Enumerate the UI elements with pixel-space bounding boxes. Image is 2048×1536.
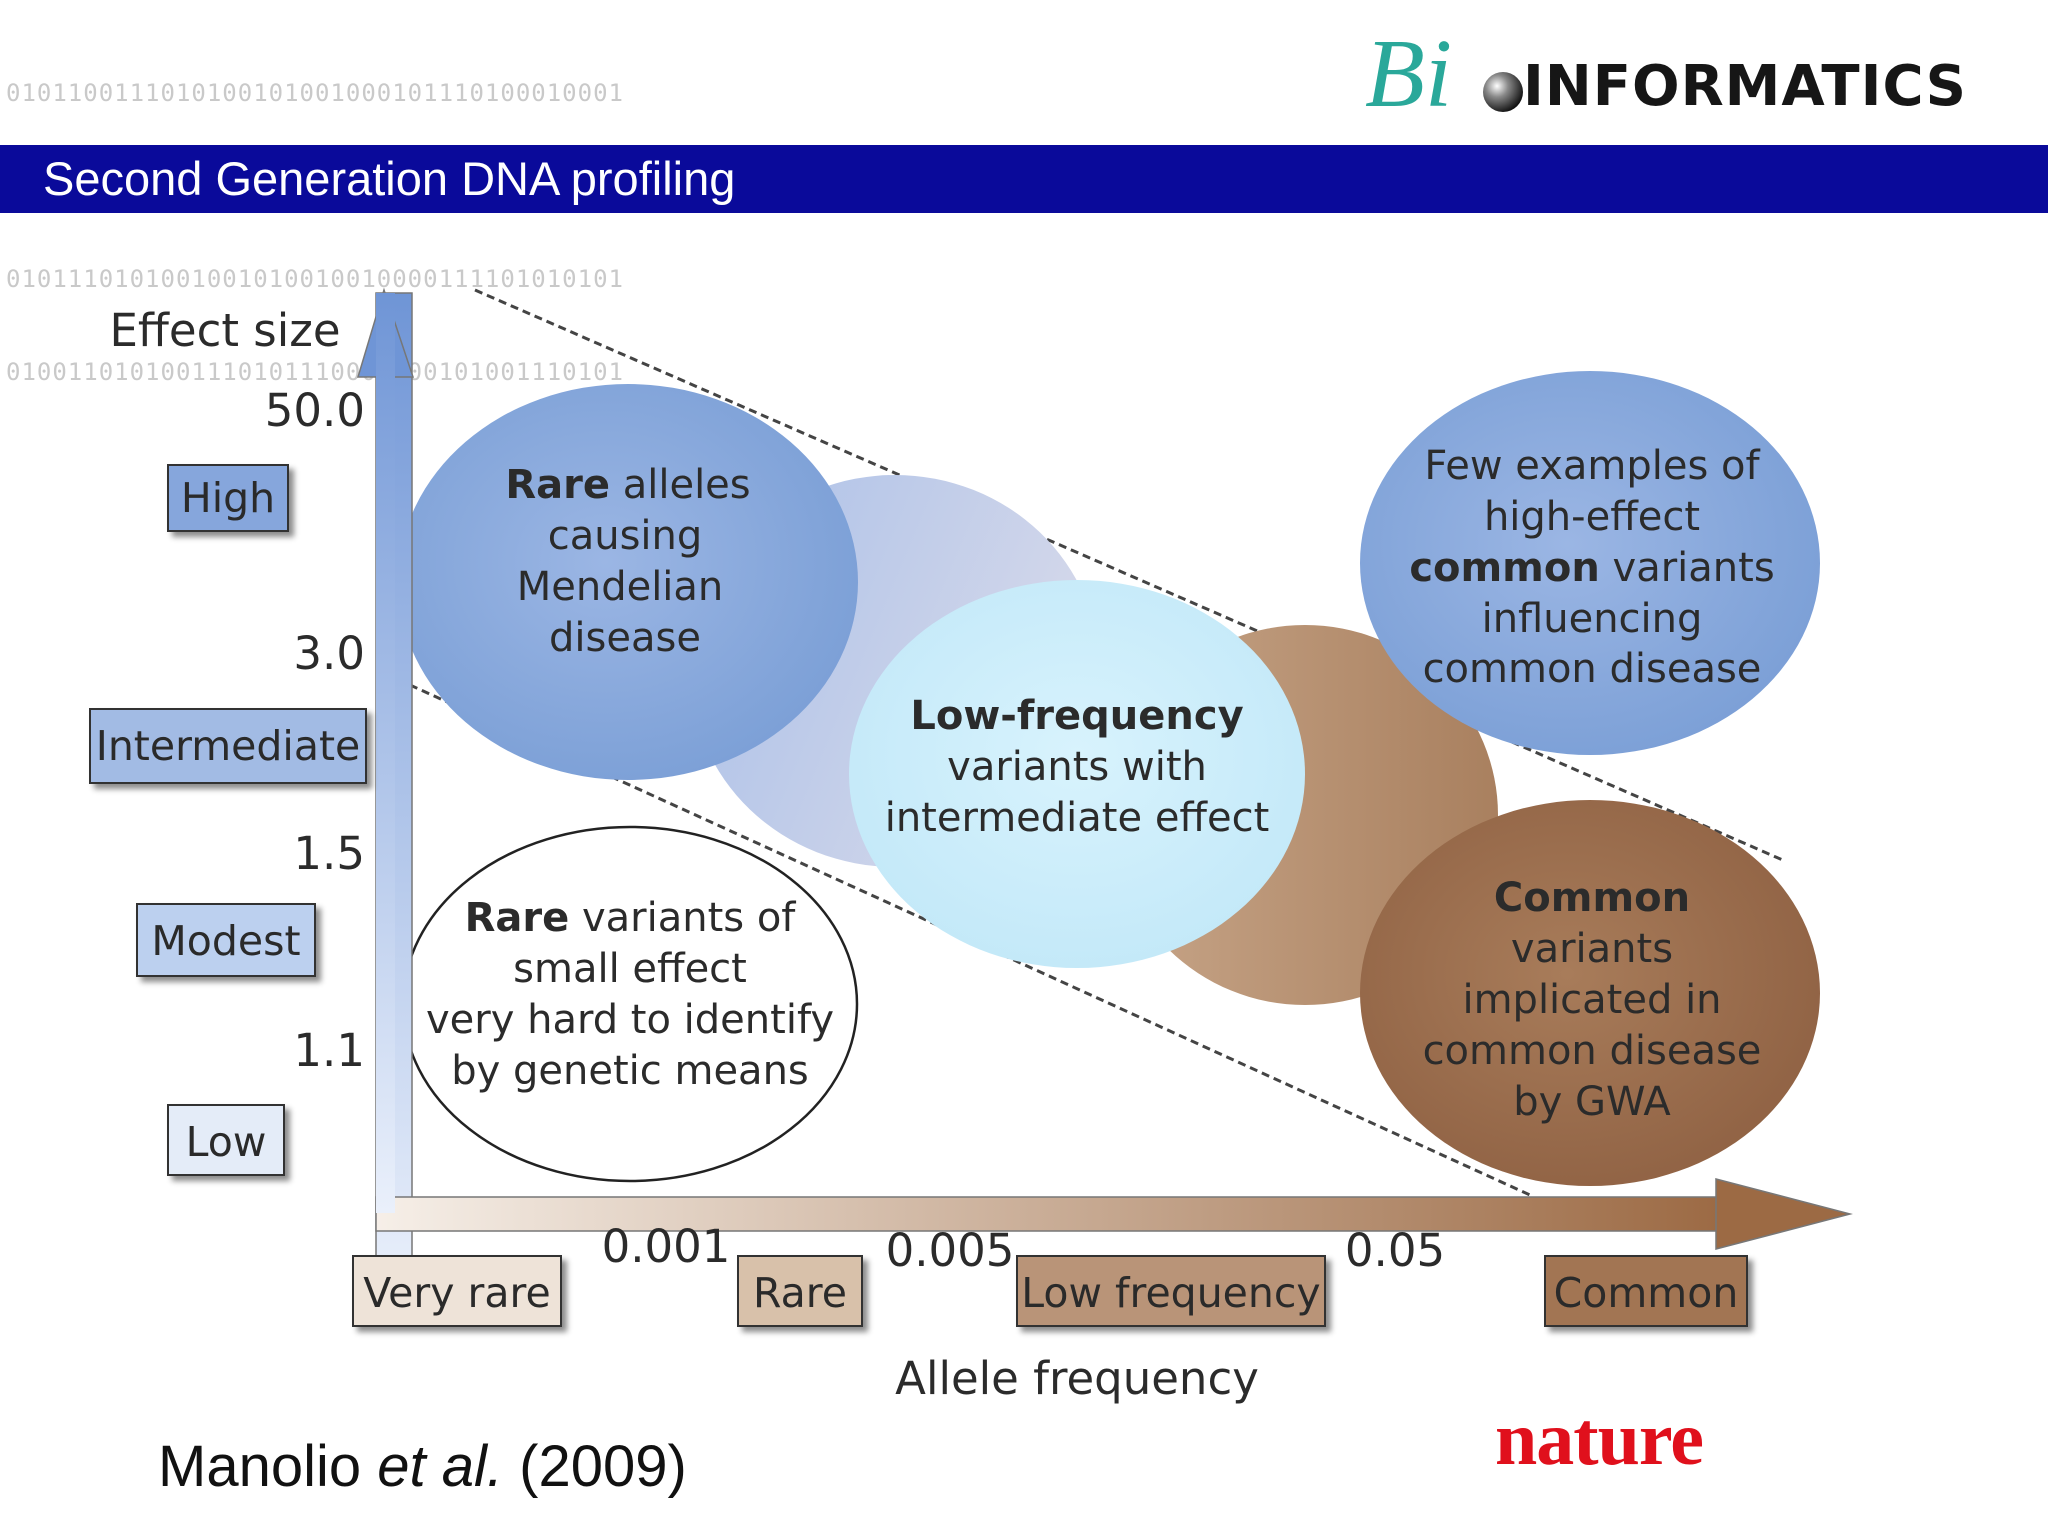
effect-category-modest: Modest <box>136 903 316 977</box>
bubble-text: alleles <box>623 462 751 508</box>
bubble-text: variants <box>1511 926 1673 972</box>
few-common-high-effect-bubble <box>1360 371 1820 755</box>
diagram-svg: Effect size 50.0 3.0 1.5 1.1 High Interm… <box>89 287 1853 1405</box>
bubble-text: influencing <box>1482 596 1703 642</box>
logo-bi-text: Bi <box>1365 20 1453 128</box>
frequency-category-common: Common <box>1544 1255 1748 1327</box>
binary-line: 0101100111010100101001000101110100010001 <box>6 79 624 107</box>
bubble-text: Few examples of <box>1424 443 1760 489</box>
bubble-text: variants of <box>582 895 796 941</box>
bubble-bold-word: common <box>1409 545 1600 591</box>
rare-mendelian-text: Rare alleles causing Mendelian disease <box>505 462 750 661</box>
common-gwa-text: Common variants implicated in common dis… <box>1423 875 1762 1125</box>
logo-informatics-text: INFORMATICS <box>1523 54 1967 119</box>
bubble-text: by genetic means <box>451 1048 809 1094</box>
logo-sphere-icon <box>1483 72 1523 112</box>
citation-etal: et al. <box>377 1434 503 1499</box>
frequency-category-low-frequency: Low frequency <box>1016 1255 1326 1327</box>
bubble-text: variants <box>1613 545 1775 591</box>
x-axis-label: Allele frequency <box>895 1352 1259 1405</box>
bioinformatics-logo: Bi INFORMATICS <box>1365 24 2035 124</box>
frequency-category-label: Rare <box>753 1269 847 1317</box>
common-gwa-bubble <box>1360 800 1820 1186</box>
y-tick-label: 1.1 <box>293 1024 365 1077</box>
bubble-text: Mendelian <box>517 564 724 610</box>
bubble-bold-word: Rare <box>465 895 570 941</box>
bubble-text: small effect <box>513 946 747 992</box>
binary-line: 0100110101001110101110001000101001110101 <box>6 358 624 386</box>
bubble-bold-word: Rare <box>505 462 610 508</box>
bubble-text: high-effect <box>1484 494 1700 540</box>
effect-category-label: Modest <box>151 917 300 965</box>
effect-category-label: Intermediate <box>96 722 361 770</box>
effect-size-frequency-diagram: Effect size 50.0 3.0 1.5 1.1 High Interm… <box>0 213 2048 1536</box>
effect-category-label: Low <box>186 1118 267 1166</box>
low-frequency-bubble <box>849 580 1305 968</box>
citation-year: (2009) <box>519 1434 687 1499</box>
upper-boundary-dashed-line <box>474 288 1786 863</box>
few-common-text: Few examples of high-effect common varia… <box>1409 443 1774 692</box>
slide-title: Second Generation DNA profiling <box>43 152 736 205</box>
bubble-bold-word: Low-frequency <box>910 693 1243 739</box>
frequency-category-label: Low frequency <box>1021 1269 1320 1317</box>
slide-header: 0101100111010100101001000101110100010001… <box>0 0 2048 386</box>
bubble-text: implicated in <box>1462 977 1721 1023</box>
effect-category-label: High <box>181 474 275 522</box>
rare-small-effect-text: Rare variants of small effect very hard … <box>426 895 834 1094</box>
x-tick-label: 0.05 <box>1345 1224 1445 1277</box>
low-frequency-text: Low-frequency variants with intermediate… <box>885 693 1270 841</box>
rare-mendelian-bubble <box>398 384 858 780</box>
svg-text:Rare alleles: Rare alleles <box>505 462 750 508</box>
x-tick-label: 0.001 <box>602 1220 731 1273</box>
bubble-text: by GWA <box>1513 1079 1671 1125</box>
frequency-category-rare: Rare <box>737 1255 863 1327</box>
bubble-text: variants with <box>947 744 1207 790</box>
effect-category-intermediate: Intermediate <box>89 708 367 784</box>
x-axis-arrow <box>375 293 1853 1250</box>
bubble-text: common disease <box>1423 1028 1762 1074</box>
bubble-text: disease <box>549 615 701 661</box>
binary-line: 0101110101001001010010010000111101010101 <box>6 265 624 293</box>
x-tick-label: 0.005 <box>886 1224 1015 1277</box>
citation: Manolio et al. (2009) <box>158 1432 687 1502</box>
y-tick-label: 50.0 <box>265 384 365 437</box>
bubble-text: common disease <box>1423 646 1762 692</box>
y-tick-label: 3.0 <box>293 627 365 680</box>
frequency-category-label: Very rare <box>363 1269 550 1317</box>
bubble-bold-word: Common <box>1494 875 1690 921</box>
bubble-text: intermediate effect <box>885 795 1270 841</box>
frequency-category-very-rare: Very rare <box>352 1255 562 1327</box>
slide-title-bar: Second Generation DNA profiling <box>0 145 2048 213</box>
y-axis-label: Effect size <box>109 304 340 357</box>
bubble-text: very hard to identify <box>426 997 834 1043</box>
bubble-text: causing <box>548 513 703 559</box>
effect-category-low: Low <box>167 1104 285 1176</box>
y-tick-label: 1.5 <box>293 827 365 880</box>
nature-journal-logo: nature <box>1495 1397 1704 1481</box>
svg-text:common variants: common variants <box>1409 545 1774 591</box>
effect-category-high: High <box>167 464 289 532</box>
svg-text:Rare variants of: Rare variants of <box>465 895 797 941</box>
frequency-category-label: Common <box>1554 1269 1739 1317</box>
citation-author: Manolio <box>158 1434 362 1499</box>
